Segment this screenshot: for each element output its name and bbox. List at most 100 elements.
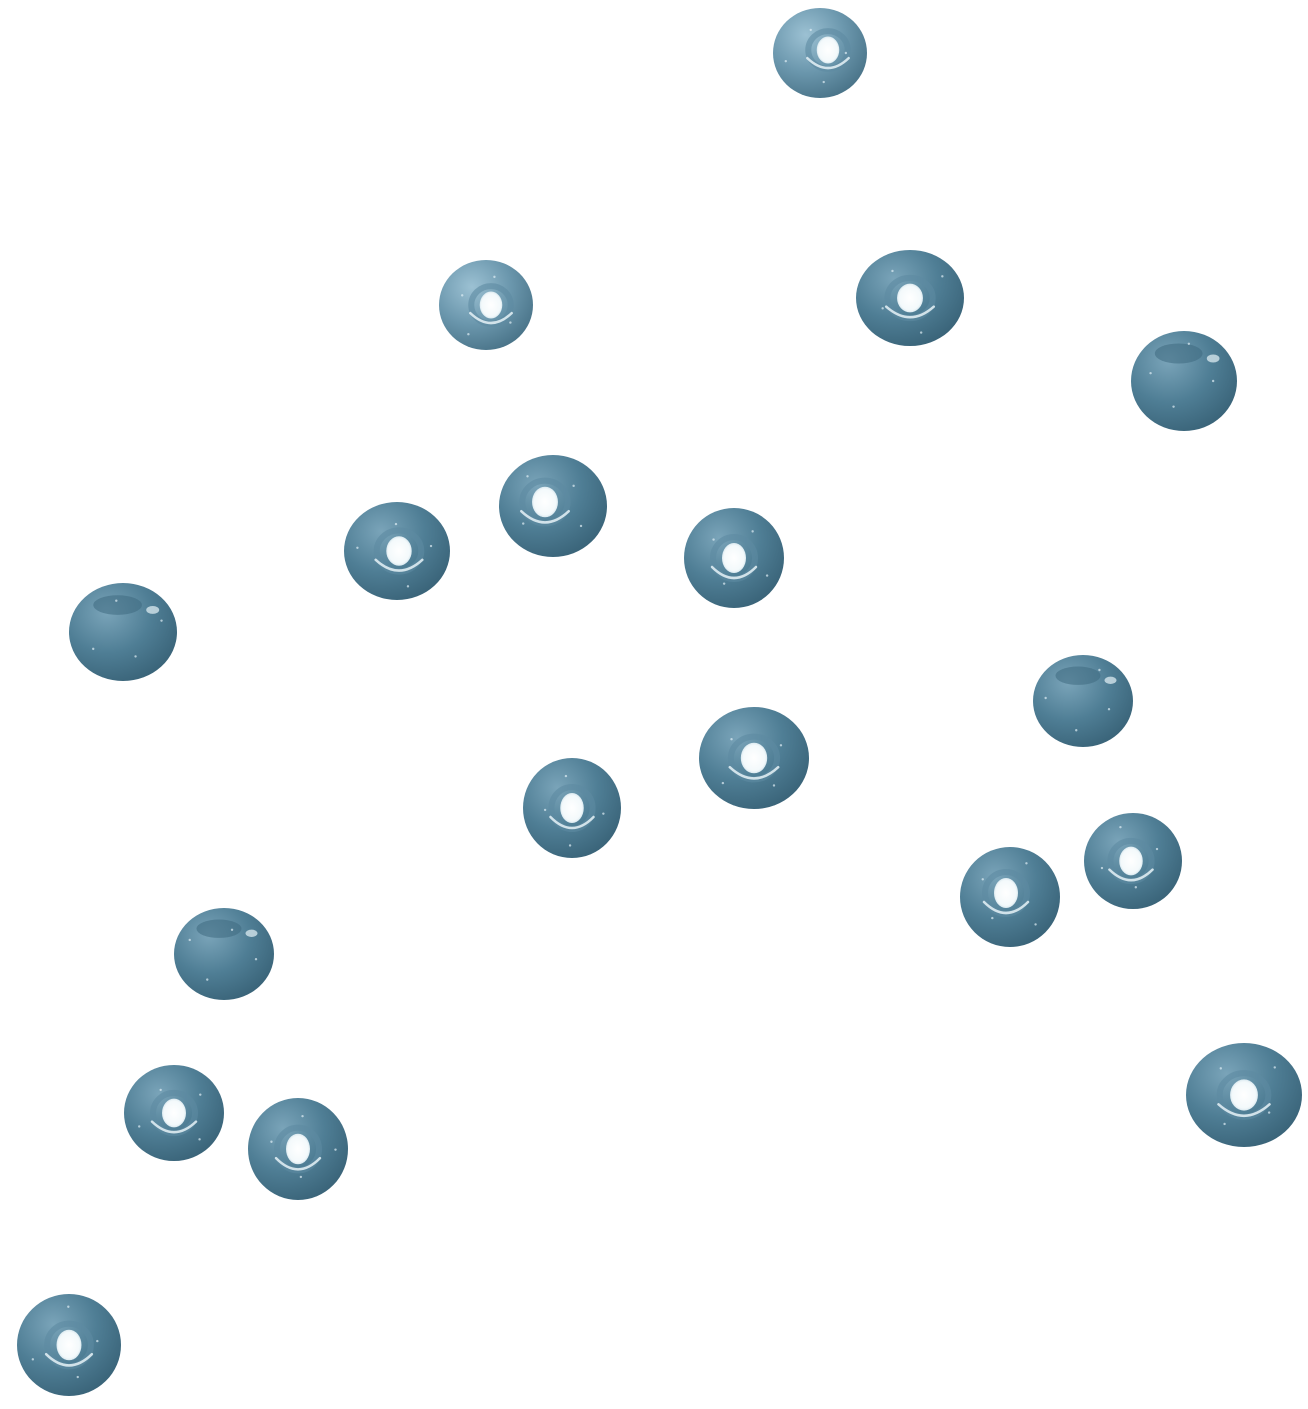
bead-speckle: [429, 544, 433, 548]
bead-cap-shadow: [1154, 343, 1203, 364]
bead-speckle: [1273, 1066, 1276, 1069]
bead-speckle: [602, 812, 605, 815]
bead-speckle: [509, 321, 512, 324]
bead-speckle: [572, 484, 575, 488]
bead-speckle: [159, 1088, 162, 1092]
bead-speckle: [1075, 729, 1078, 732]
bead: [1186, 1043, 1302, 1147]
bead: [69, 583, 177, 681]
bead-speckle: [394, 522, 398, 526]
bead: [344, 502, 450, 600]
bead-specular: [245, 929, 258, 937]
bead-highlight: [884, 305, 936, 319]
bead-speckle: [1149, 371, 1152, 375]
bead-speckle: [784, 59, 787, 63]
bead-hole: [532, 486, 558, 518]
bead-speckle: [1172, 405, 1175, 408]
bead-speckle: [96, 1339, 99, 1343]
bead-speckle: [334, 1148, 337, 1151]
bead-cap-shadow: [196, 919, 242, 938]
bead-speckle: [1219, 1067, 1222, 1070]
bead-speckle: [1034, 923, 1037, 926]
bead: [1033, 655, 1133, 747]
bead-speckle: [722, 582, 726, 585]
bead-speckle: [76, 1375, 79, 1379]
bead-speckle: [981, 878, 984, 881]
bead-speckle: [712, 538, 715, 541]
bead-hole: [560, 793, 584, 823]
bead-highlight: [728, 765, 780, 780]
bead: [960, 847, 1060, 947]
bead-speckle: [1134, 886, 1138, 889]
bead-hole: [722, 543, 746, 573]
bead-highlight: [519, 509, 571, 524]
bead-speckle: [198, 1138, 201, 1141]
bead-speckle: [1223, 1122, 1226, 1126]
bead-speckle: [941, 275, 944, 278]
bead: [248, 1098, 348, 1200]
bead-speckle: [301, 1114, 304, 1118]
bead-speckle: [199, 1093, 202, 1096]
bead: [856, 250, 964, 346]
bead-specular: [1206, 354, 1220, 363]
bead-speckle: [299, 1175, 303, 1179]
bead-speckle: [1155, 847, 1159, 851]
bead-speckle: [991, 916, 994, 920]
bead-speckle: [772, 784, 776, 787]
bead-speckle: [1100, 866, 1104, 870]
bead-speckle: [543, 808, 547, 812]
bead-speckle: [881, 307, 884, 310]
bead-highlight: [469, 311, 513, 325]
bead-speckle: [160, 619, 163, 622]
bead-speckle: [526, 475, 529, 478]
bead-speckle: [67, 1305, 70, 1308]
bead-hole: [816, 36, 840, 64]
bead-speckle: [891, 269, 894, 273]
bead-highlight: [1108, 868, 1154, 882]
bead-speckle: [1107, 708, 1111, 711]
bead-speckle: [844, 51, 848, 55]
bead-speckle: [1119, 825, 1122, 829]
beads-group: [17, 8, 1302, 1396]
bead-speckle: [721, 781, 725, 785]
bead-hole: [994, 878, 1018, 908]
bead-hole: [162, 1098, 186, 1128]
bead-speckle: [356, 546, 359, 549]
bead-speckle: [230, 928, 234, 932]
bead-cap-shadow: [1055, 666, 1101, 685]
bead-highlight: [374, 558, 424, 572]
bead: [439, 260, 533, 350]
bead: [174, 908, 274, 1000]
bead-speckle: [822, 80, 825, 84]
bead: [1084, 813, 1182, 909]
bead-hole: [479, 291, 503, 319]
bead-hole: [56, 1329, 82, 1361]
bead-speckle: [809, 28, 812, 32]
bead-highlight: [274, 1156, 322, 1171]
bead-speckle: [31, 1358, 35, 1361]
bead-hole: [286, 1133, 310, 1165]
bead-speckle: [461, 294, 464, 297]
bead-speckle: [1187, 342, 1191, 345]
bead-speckle: [730, 738, 733, 741]
bead-hole: [740, 742, 768, 774]
bead-speckle: [115, 599, 118, 602]
bead: [1131, 331, 1237, 431]
bead-highlight: [44, 1352, 94, 1367]
bead-highlight: [549, 815, 595, 830]
bead-highlight: [150, 1120, 198, 1134]
bead-speckle: [579, 524, 583, 528]
bead-speckle: [254, 957, 258, 961]
bead-speckle: [188, 938, 191, 942]
bead: [124, 1065, 224, 1161]
bead-specular: [1104, 676, 1117, 684]
bead-speckle: [522, 522, 525, 525]
bead: [684, 508, 784, 608]
bead-hole: [897, 283, 923, 313]
bead-speckle: [138, 1125, 141, 1128]
bead-hole: [1230, 1079, 1258, 1111]
bead-speckle: [134, 655, 137, 658]
bead-speckle: [919, 331, 923, 334]
bead: [499, 455, 607, 557]
bead-highlight: [806, 56, 850, 70]
